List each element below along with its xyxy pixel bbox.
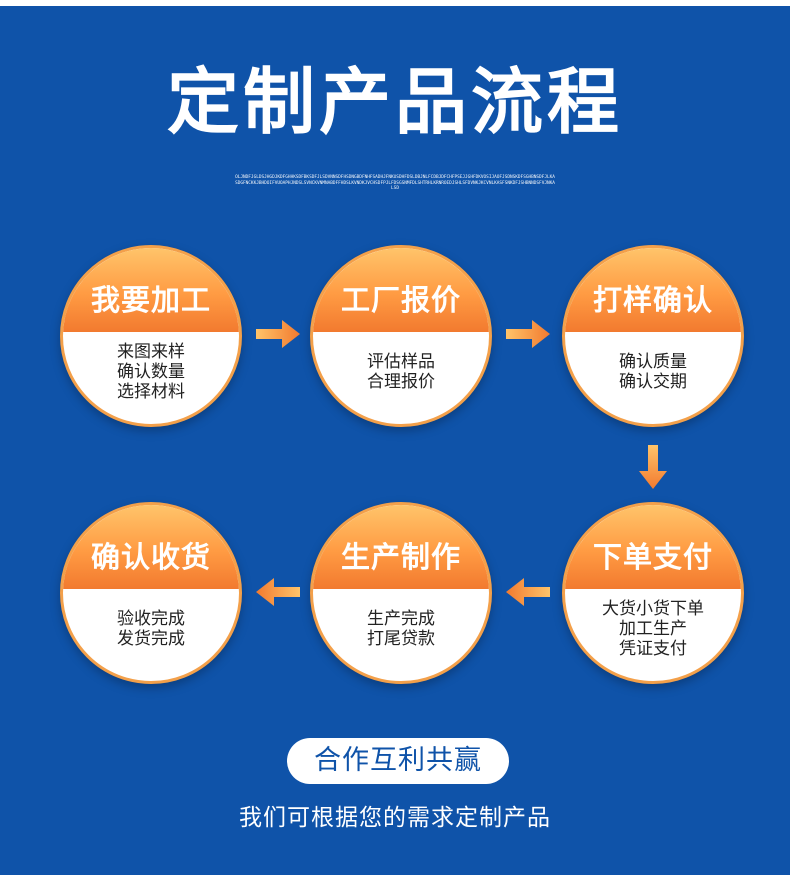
page-title: 定制产品流程: [166, 60, 623, 144]
step-circle-4: 下单支付 大货小货下单 加工生产 凭证支付: [562, 502, 744, 684]
arrow-down-icon: [639, 445, 667, 489]
custom-note: 我们可根据您的需求定制产品: [239, 805, 551, 831]
arrow-left-icon: [506, 578, 550, 606]
step-circle-2: 工厂报价 评估样品 合理报价: [310, 245, 492, 427]
step-desc-line: 生产完成: [367, 609, 435, 629]
step-desc-line: 加工生产: [619, 619, 687, 639]
step-desc-line: 确认质量: [619, 352, 687, 372]
step-desc-line: 打尾贷款: [367, 629, 435, 649]
step-title-2: 工厂报价: [313, 248, 489, 332]
step-desc-line: 合理报价: [367, 372, 435, 392]
step-desc-line: 大货小货下单: [602, 599, 704, 619]
step-desc-2: 评估样品 合理报价: [313, 332, 489, 392]
step-desc-3: 确认质量 确认交期: [565, 332, 741, 392]
step-desc-line: 评估样品: [367, 352, 435, 372]
step-desc-6: 验收完成 发货完成: [63, 589, 239, 649]
step-circle-3: 打样确认 确认质量 确认交期: [562, 245, 744, 427]
cooperation-pill: 合作互利共赢: [287, 738, 509, 784]
arrow-right-icon: [256, 320, 300, 348]
step-desc-line: 验收完成: [117, 609, 185, 629]
arrow-left-icon: [256, 578, 300, 606]
step-desc-line: 凭证支付: [619, 639, 687, 659]
step-circle-1: 我要加工 来图来样 确认数量 选择材料: [60, 245, 242, 427]
step-desc-line: 来图来样: [117, 342, 185, 362]
step-desc-line: 发货完成: [117, 629, 185, 649]
step-title-6: 确认收货: [63, 505, 239, 589]
arrow-right-icon: [506, 320, 550, 348]
step-title-1: 我要加工: [63, 248, 239, 332]
step-desc-line: 确认数量: [117, 362, 185, 382]
page-subtitle: OLJNDFJGLDSJHGDJKDFGHHKSDFBKSDFJLSDVNNSD…: [235, 175, 555, 192]
step-desc-4: 大货小货下单 加工生产 凭证支付: [565, 589, 741, 659]
step-circle-6: 确认收货 验收完成 发货完成: [60, 502, 242, 684]
step-title-5: 生产制作: [313, 505, 489, 589]
step-title-3: 打样确认: [565, 248, 741, 332]
step-desc-line: 选择材料: [117, 382, 185, 402]
step-desc-line: 确认交期: [619, 372, 687, 392]
step-desc-5: 生产完成 打尾贷款: [313, 589, 489, 649]
step-desc-1: 来图来样 确认数量 选择材料: [63, 332, 239, 402]
step-circle-5: 生产制作 生产完成 打尾贷款: [310, 502, 492, 684]
step-title-4: 下单支付: [565, 505, 741, 589]
